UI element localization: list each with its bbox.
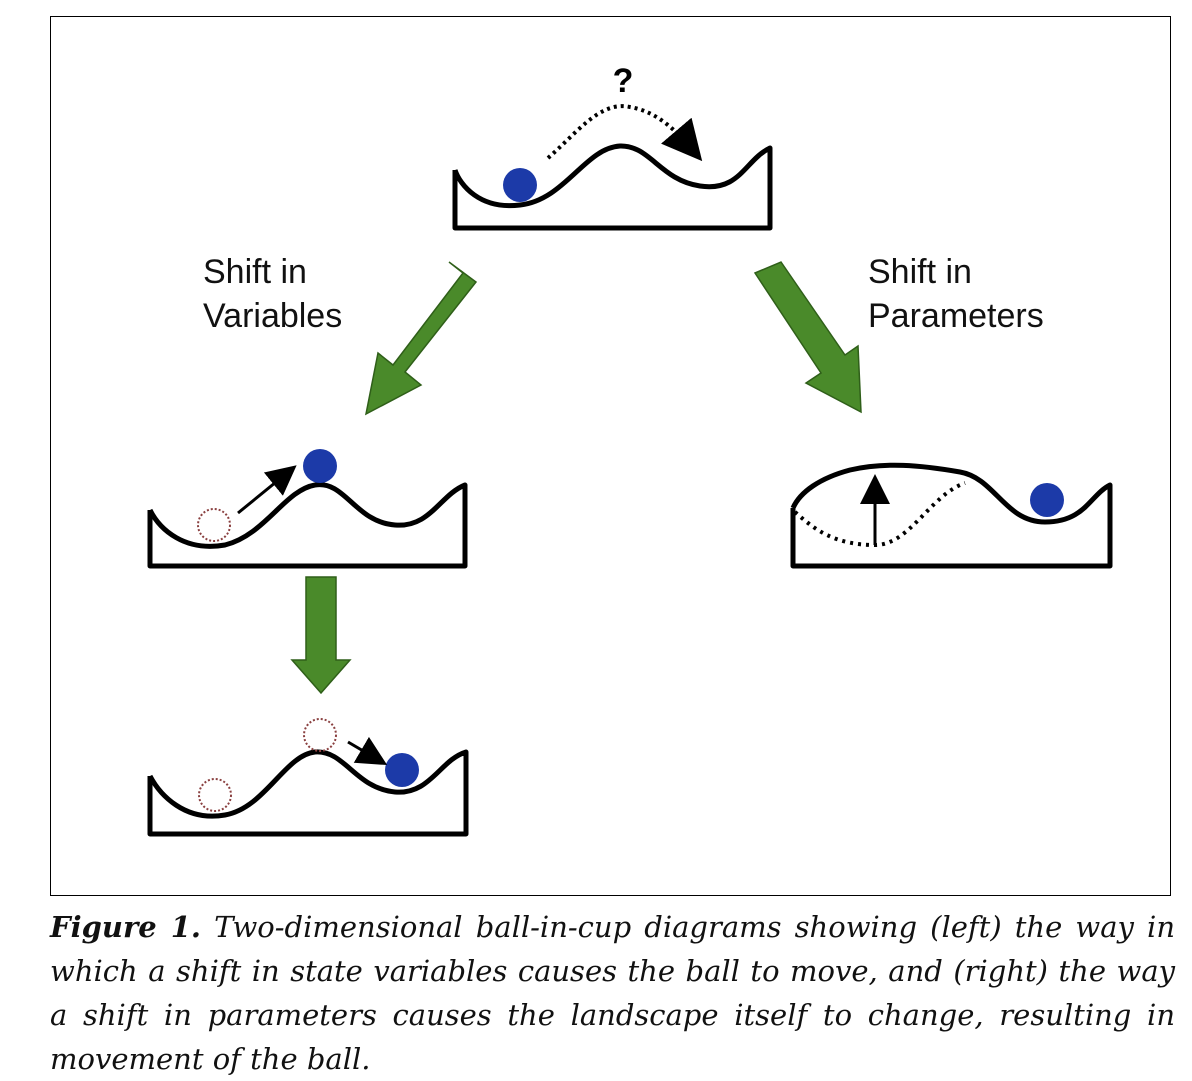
right-green-arrow	[753, 261, 862, 414]
bottom-left-cup	[147, 718, 469, 837]
ball-in-right-valley	[385, 753, 419, 787]
ghost-ball-bottom-left	[198, 778, 232, 812]
left-label-line2: Variables	[203, 297, 343, 335]
figure-label: Figure 1.	[50, 910, 201, 944]
vertical-green-arrow	[290, 576, 352, 695]
right-label: Shift in Parameters	[868, 250, 1044, 338]
right-ball	[1030, 483, 1064, 517]
right-cup-landscape-new	[790, 462, 1113, 569]
left-green-arrow	[364, 261, 478, 416]
diagram-frame	[50, 16, 1171, 896]
ghost-ball-peak	[303, 718, 337, 752]
left-label: Shift in Variables	[203, 250, 342, 338]
top-cup-landscape	[452, 143, 773, 231]
question-mark: ?	[613, 62, 634, 100]
bottom-left-cup-landscape	[147, 749, 469, 837]
top-cup: ?	[452, 62, 773, 231]
ghost-ball-left	[197, 508, 231, 542]
ball-in-cup-diagram: ?	[147, 62, 1113, 837]
left-label-line1: Shift in	[203, 253, 307, 291]
move-arrow-left	[237, 465, 297, 515]
middle-left-cup-landscape	[147, 482, 468, 569]
move-arrow-bottom	[347, 736, 388, 766]
right-label-line1: Shift in	[868, 253, 972, 291]
figure-caption: Figure 1. Two-dimensional ball-in-cup di…	[50, 905, 1175, 1081]
right-label-line2: Parameters	[868, 297, 1044, 335]
top-dotted-trajectory	[546, 104, 703, 162]
top-ball	[503, 168, 537, 202]
caption-text: Two-dimensional ball-in-cup diagrams sho…	[50, 910, 1176, 1076]
middle-left-cup	[147, 449, 468, 569]
right-cup-landscape-old	[793, 481, 966, 548]
right-cup	[790, 462, 1113, 569]
ball-on-peak	[303, 449, 337, 483]
